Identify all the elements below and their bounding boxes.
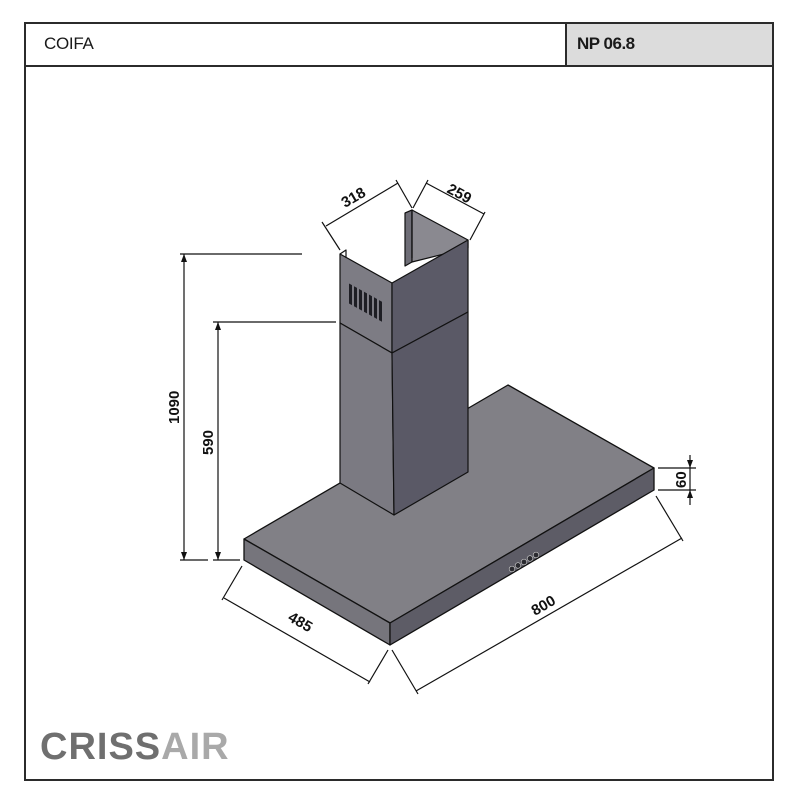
dim-chimney-width: 318 xyxy=(339,184,369,211)
logo-part-criss: CRISS xyxy=(40,726,162,768)
chimney-lower-left-face xyxy=(339,322,395,516)
canopy-front-face xyxy=(389,467,655,646)
dimension-lines xyxy=(180,179,696,695)
dim-chimney-height: 590 xyxy=(200,430,217,455)
dim-canopy-thickness: 60 xyxy=(673,471,690,488)
title-block: COIFA NP 06.8 xyxy=(26,24,772,67)
vent-slots xyxy=(349,283,382,322)
dimension-arrows xyxy=(181,254,693,560)
dim-chimney-depth: 259 xyxy=(444,181,474,208)
chimney xyxy=(339,209,469,516)
model-code: NP 06.8 xyxy=(577,34,635,53)
dim-canopy-depth: 485 xyxy=(285,609,315,636)
title-cell: COIFA xyxy=(26,24,567,65)
product-title: COIFA xyxy=(44,34,94,53)
chimney-lower-right-face xyxy=(391,311,469,516)
model-code-cell: NP 06.8 xyxy=(567,24,772,65)
drawing-frame: COIFA NP 06.8 xyxy=(24,22,774,781)
canopy xyxy=(243,384,655,646)
dim-total-height: 1090 xyxy=(166,391,183,424)
control-buttons xyxy=(508,551,540,573)
brand-logo: CRISSAIR xyxy=(40,728,230,766)
logo-part-air: AIR xyxy=(161,726,230,768)
dim-canopy-width: 800 xyxy=(529,592,559,619)
chimney-inner-back xyxy=(404,209,413,267)
